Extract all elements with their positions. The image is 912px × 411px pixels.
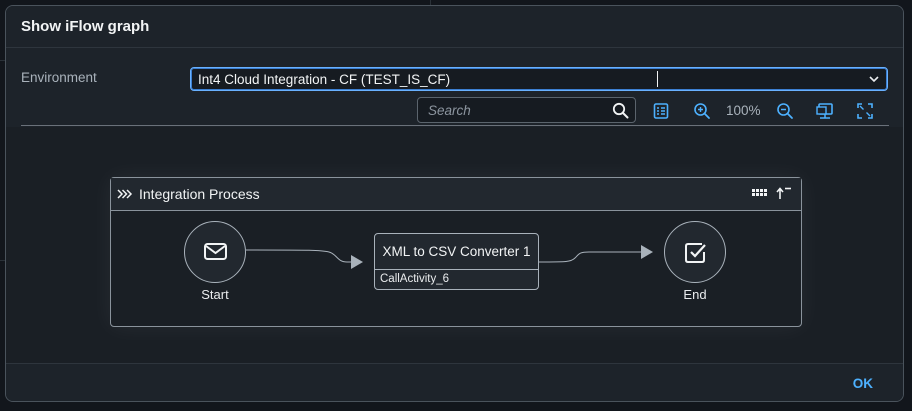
search-input[interactable] [418, 98, 613, 122]
background-divider [0, 60, 5, 61]
environment-label: Environment [21, 70, 97, 85]
chevron-down-icon[interactable] [868, 73, 880, 85]
zoom-in-icon[interactable] [692, 101, 712, 121]
sequence-flow-arrow [641, 245, 653, 259]
dialog-title: Show iFlow graph [21, 18, 150, 35]
graph-canvas[interactable]: Integration Process [6, 127, 903, 363]
ok-button[interactable]: OK [852, 376, 873, 391]
search-icon[interactable] [612, 102, 629, 119]
sequence-flows [245, 245, 653, 269]
task-title: XML to CSV Converter 1 [375, 234, 538, 270]
iflow-graph-dialog: Show iFlow graph Environment Int4 Cloud … [5, 5, 904, 402]
fullscreen-icon[interactable] [855, 101, 875, 121]
end-event[interactable] [664, 221, 726, 283]
checkbox-icon [685, 243, 706, 263]
envelope-icon [204, 243, 227, 260]
fit-screen-icon[interactable] [815, 101, 835, 121]
collapse-up-icon[interactable] [775, 185, 793, 201]
integration-process-pool[interactable]: Integration Process [110, 177, 802, 327]
dialog-header: Show iFlow graph [6, 6, 903, 48]
search-field[interactable] [417, 97, 636, 123]
expand-double-chevron-icon[interactable] [117, 188, 133, 200]
zoom-level: 100% [726, 103, 761, 118]
pool-header: Integration Process [111, 178, 801, 211]
zoom-out-icon[interactable] [775, 101, 795, 121]
task-xml-to-csv-converter[interactable]: XML to CSV Converter 1 CallActivity_6 [374, 233, 539, 290]
task-subtitle: CallActivity_6 [380, 273, 450, 285]
legend-icon[interactable] [651, 101, 671, 121]
dialog-footer: OK [6, 363, 903, 401]
start-event-label: Start [201, 287, 229, 302]
text-cursor [657, 71, 658, 87]
environment-value: Int4 Cloud Integration - CF (TEST_IS_CF) [198, 72, 451, 87]
end-event-label: End [683, 287, 707, 302]
background-divider [0, 260, 5, 261]
toolbar-divider [21, 125, 889, 126]
start-event[interactable] [184, 221, 246, 283]
environment-select[interactable]: Int4 Cloud Integration - CF (TEST_IS_CF) [190, 67, 888, 91]
background-divider [430, 0, 431, 5]
pool-title: Integration Process [139, 186, 260, 202]
sequence-flow-arrow [351, 255, 363, 269]
grid-dots-icon[interactable] [752, 188, 768, 198]
